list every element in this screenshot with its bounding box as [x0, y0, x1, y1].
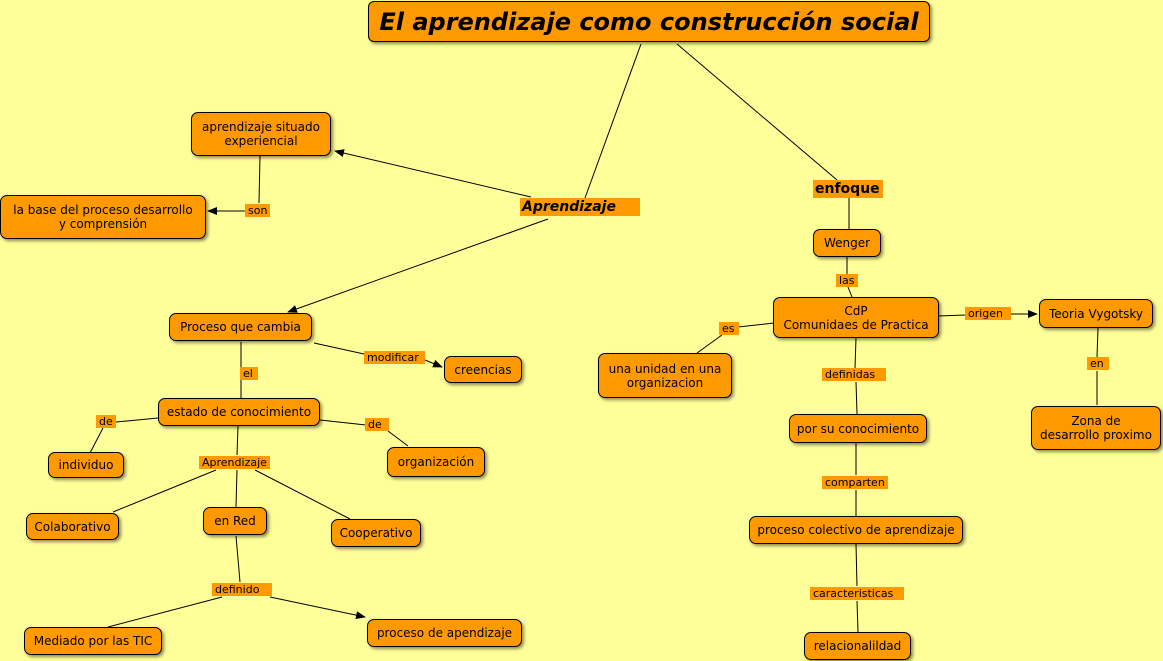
link-las[interactable]: las	[836, 274, 858, 287]
link-de-left[interactable]: de	[96, 415, 116, 428]
link-modificar[interactable]: modificar	[364, 351, 425, 364]
arrow-to-proceso-cambia	[287, 218, 549, 313]
line-aprendizaje-colaborativo	[112, 469, 217, 513]
line-title-aprendizaje	[584, 43, 642, 199]
link-origen[interactable]: origen	[965, 307, 1011, 320]
line-de-individuo	[89, 427, 104, 454]
link-enfoque[interactable]: enfoque	[813, 180, 883, 198]
node-individuo[interactable]: individuo	[48, 452, 124, 478]
line-las-cdp	[847, 286, 853, 298]
node-unidad-organizacion[interactable]: una unidad en una organizacion	[598, 353, 732, 398]
link-aprendizaje-small[interactable]: Aprendizaje	[199, 456, 270, 469]
line-vygotsky-en	[1096, 327, 1099, 358]
node-aprendizaje-situado[interactable]: aprendizaje situado experiencial	[191, 112, 331, 156]
node-zona-desarrollo[interactable]: Zona de desarrollo proximo	[1031, 406, 1161, 450]
node-proceso-cambia[interactable]: Proceso que cambia	[169, 313, 312, 341]
link-son[interactable]: son	[245, 204, 271, 217]
node-organizacion[interactable]: organización	[387, 447, 485, 477]
node-wenger[interactable]: Wenger	[813, 229, 881, 257]
line-cdp-origen	[937, 314, 967, 317]
node-relacionalildad[interactable]: relacionalildad	[804, 632, 911, 660]
node-teoria-vygotsky[interactable]: Teoria Vygotsky	[1039, 299, 1153, 328]
link-de-right[interactable]: de	[365, 418, 389, 431]
node-proceso-colectivo[interactable]: proceso colectivo de aprendizaje	[749, 516, 963, 544]
arrow-to-aprendizaje-situado	[334, 149, 532, 198]
line-estado-de-left	[115, 417, 159, 423]
link-en[interactable]: en	[1087, 357, 1109, 370]
line-es-unidad	[696, 334, 723, 354]
link-definido[interactable]: definido	[212, 583, 272, 596]
node-proceso-apendizaje[interactable]: proceso de apendizaje	[367, 619, 522, 647]
link-definidas[interactable]: definidas	[822, 368, 886, 381]
line-cdp-definidas	[854, 337, 857, 369]
line-title-enfoque	[676, 43, 838, 181]
line-proceso-modificar	[313, 342, 365, 355]
link-aprendizaje-main[interactable]: Aprendizaje	[520, 198, 640, 216]
node-cdp[interactable]: CdP Comunidaes de Practica	[773, 297, 939, 338]
line-cdp-es	[737, 322, 775, 328]
line-estado-aprendizaje	[236, 425, 239, 456]
line-estado-de-right	[319, 419, 367, 426]
line-aprendizaje-cooperativo	[254, 469, 351, 520]
line-definido-mediado	[107, 596, 223, 628]
line-aprendizaje-enred	[235, 469, 238, 508]
line-de-organizacion	[387, 430, 409, 447]
line-colectivo-caracteristicas	[855, 543, 858, 587]
line-caracteristicas-relacionalildad	[856, 600, 859, 633]
node-cooperativo[interactable]: Cooperativo	[331, 519, 421, 547]
link-el[interactable]: el	[240, 367, 258, 380]
link-es[interactable]: es	[719, 322, 739, 335]
arrow-definido-proceso	[269, 596, 366, 620]
node-estado-conocimiento[interactable]: estado de conocimiento	[158, 398, 320, 426]
node-por-su-conocimiento[interactable]: por su conocimiento	[789, 414, 927, 443]
node-base-proceso[interactable]: la base del proceso desarrollo y compren…	[0, 195, 206, 239]
line-enred-definido	[235, 535, 241, 583]
line-definidas-conocimiento	[855, 381, 858, 415]
link-comparten[interactable]: comparten	[822, 476, 888, 489]
node-en-red[interactable]: en Red	[203, 507, 267, 535]
link-caracteristicas[interactable]: caracteristicas	[810, 587, 904, 600]
node-creencias[interactable]: creencias	[444, 356, 522, 383]
title-node[interactable]: El aprendizaje como construcción social	[368, 1, 930, 42]
arrow-modificar-creencias	[424, 359, 443, 368]
line-situado-son	[258, 155, 261, 204]
node-colaborativo[interactable]: Colaborativo	[26, 513, 119, 540]
node-mediado-tic[interactable]: Mediado por las TIC	[24, 627, 162, 655]
